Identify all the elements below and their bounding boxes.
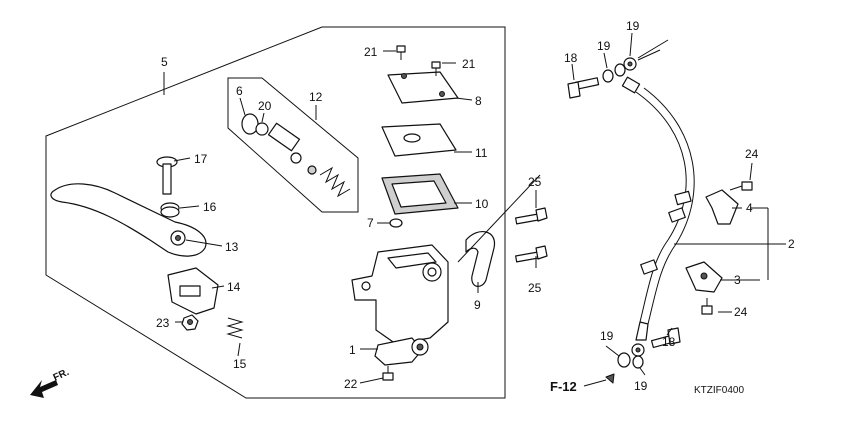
diaphragm	[381, 173, 459, 215]
callout-11: 11	[475, 146, 488, 160]
hose-clamp-lower	[685, 261, 723, 293]
piston	[267, 122, 317, 175]
callout-14: 14	[227, 280, 241, 294]
callout-25-upper: 25	[528, 175, 542, 189]
lever-spring	[160, 202, 180, 218]
boot	[241, 113, 259, 135]
callout-18-lower: 18	[662, 335, 676, 349]
piston-kit-frame	[227, 77, 359, 213]
hose-eye-lower	[631, 343, 645, 357]
master-cylinder-clamp	[374, 337, 429, 366]
float	[389, 218, 403, 228]
brake-lever	[50, 183, 207, 257]
callout-9: 9	[474, 298, 481, 312]
clamp-bolt-upper	[729, 181, 753, 191]
diagram-code: KTZIF0400	[694, 385, 744, 396]
circlip	[255, 122, 269, 136]
callout-16: 16	[203, 200, 217, 214]
return-spring	[226, 317, 244, 339]
oil-bolt-lower	[650, 327, 681, 349]
callout-19-upper-2: 19	[626, 19, 640, 33]
callout-15: 15	[233, 357, 247, 371]
callout-12: 12	[309, 90, 323, 104]
washer-lower-1	[617, 352, 631, 368]
lever-bracket	[167, 267, 219, 315]
callout-25-lower: 25	[528, 281, 542, 295]
callout-17: 17	[194, 152, 208, 166]
callout-1: 1	[349, 343, 356, 357]
assembly-frame	[45, 26, 506, 399]
clamp-bolt-lower	[701, 298, 713, 315]
callout-5: 5	[161, 55, 168, 69]
callout-21-right: 21	[462, 57, 476, 71]
callout-19-upper-1: 19	[597, 39, 611, 53]
reference-label: F-12	[550, 379, 577, 394]
callout-23: 23	[156, 316, 170, 330]
washer-lower-2	[632, 355, 644, 369]
holder-clamp	[465, 231, 496, 287]
callout-19-lower-2: 19	[634, 379, 648, 393]
callout-19-lower-1: 19	[600, 329, 614, 343]
callout-10: 10	[475, 197, 489, 211]
leader-lines	[163, 32, 786, 387]
clamp-bolt	[382, 366, 394, 381]
piston-spring	[319, 166, 351, 198]
reference-arrow-icon	[605, 373, 615, 384]
callout-13: 13	[225, 240, 239, 254]
washer-upper-2	[614, 63, 626, 77]
callout-3: 3	[734, 273, 741, 287]
brake-hose	[621, 76, 695, 341]
callout-24-lower: 24	[734, 305, 748, 319]
callout-7: 7	[367, 216, 374, 230]
mount-bolt-upper	[515, 207, 548, 225]
callout-4: 4	[746, 201, 753, 215]
oil-bolt-upper	[567, 77, 600, 99]
callout-24-upper: 24	[745, 147, 759, 161]
callout-6: 6	[236, 84, 243, 98]
cap-screw	[396, 45, 406, 60]
callout-8: 8	[475, 94, 482, 108]
direction-label: FR.	[52, 367, 71, 384]
master-cylinder-body	[351, 244, 449, 345]
callout-18-upper: 18	[564, 51, 578, 65]
front-direction-arrow-icon	[30, 380, 58, 398]
pivot-bolt	[156, 156, 178, 195]
cap-screw-2	[431, 61, 441, 76]
callout-21-left: 21	[364, 45, 378, 59]
callout-22: 22	[344, 377, 358, 391]
reservoir-cap	[387, 71, 459, 104]
callout-20: 20	[258, 99, 272, 113]
plate	[381, 123, 457, 157]
washer-upper-1	[602, 69, 614, 83]
hose-eye-upper	[623, 57, 637, 71]
nut	[181, 314, 199, 331]
callout-2: 2	[788, 237, 795, 251]
hose-clamp-upper	[705, 189, 739, 225]
mount-bolt-lower	[515, 245, 548, 263]
